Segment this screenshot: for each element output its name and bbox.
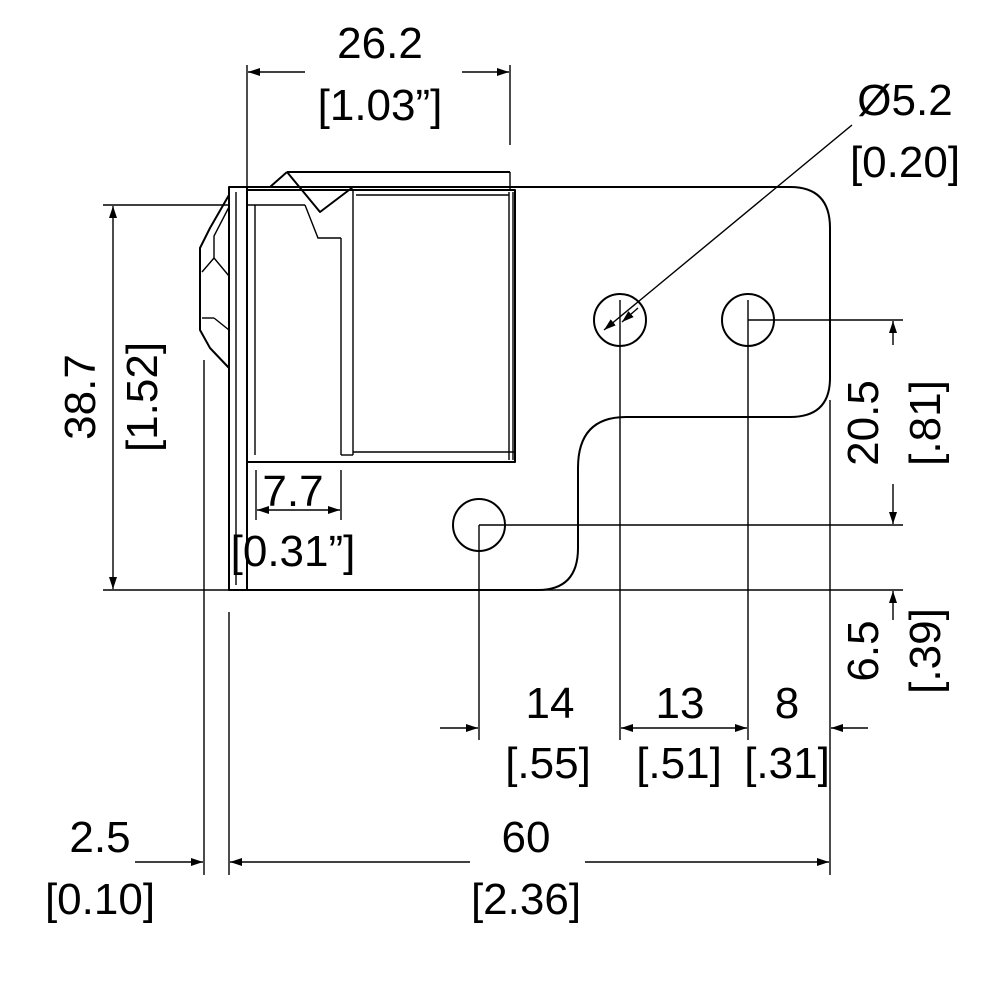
dim-hole-vertical-inch: [.81]: [901, 380, 950, 466]
dim-top-width-mm: 26.2: [337, 19, 423, 68]
dim-thickness-inch: [0.10]: [45, 875, 155, 924]
dim-hole-spacing-3-mm: 8: [775, 679, 799, 728]
dim-height-inch: [1.52]: [118, 342, 167, 452]
dim-hole-vertical-mm: 20.5: [839, 380, 888, 466]
dim-overall-length-inch: [2.36]: [471, 875, 581, 924]
extension-lines: [103, 65, 903, 875]
dim-inner-width-mm: 7.7: [262, 467, 323, 516]
dimension-labels: 26.2 [1.03”] Ø5.2 [0.20] 38.7 [1.52] 20.…: [45, 19, 960, 924]
dimension-lines: [109, 68, 897, 866]
dim-hole-spacing-3-inch: [.31]: [744, 739, 830, 788]
bracket-flange: [247, 186, 831, 591]
dim-inner-width-inch: [0.31”]: [231, 527, 356, 576]
dim-hole-spacing-2-inch: [.51]: [636, 739, 722, 788]
housing-block: [246, 171, 516, 463]
dim-hole-spacing-1-inch: [.55]: [505, 739, 591, 788]
dim-hole-spacing-2-mm: 13: [656, 679, 705, 728]
dim-bottom-offset-inch: [.39]: [901, 608, 950, 694]
bracket-part: [199, 171, 831, 591]
dim-thickness-mm: 2.5: [69, 813, 130, 862]
dim-overall-length-mm: 60: [502, 813, 551, 862]
dim-hole-diameter-inch: [0.20]: [850, 138, 960, 187]
dim-hole-spacing-1-mm: 14: [526, 679, 575, 728]
latch-nose: [199, 194, 230, 369]
dim-bottom-offset-mm: 6.5: [839, 620, 888, 681]
dim-top-width-inch: [1.03”]: [318, 81, 443, 130]
dim-hole-diameter-mm: Ø5.2: [857, 76, 952, 125]
dim-height-mm: 38.7: [56, 354, 105, 440]
